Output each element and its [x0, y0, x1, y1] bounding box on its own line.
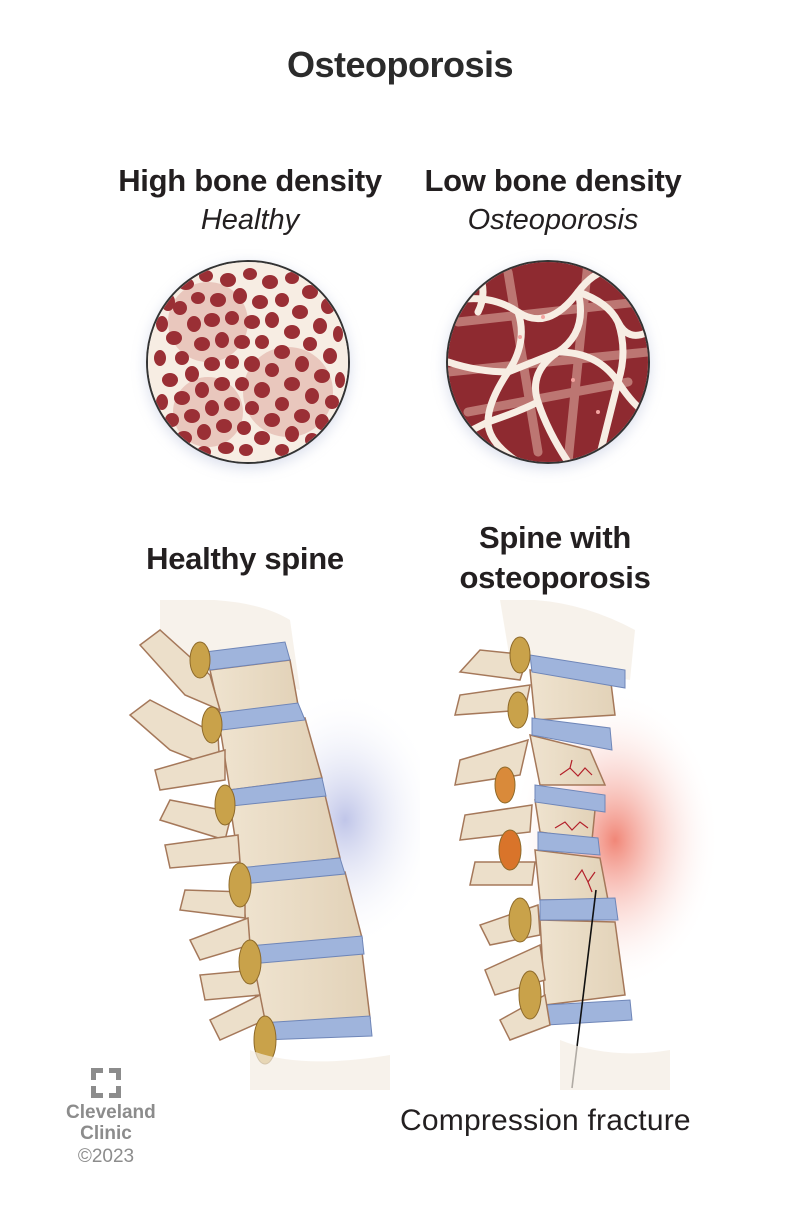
cleveland-clinic-logo: Cleveland Clinic ©2023 — [66, 1068, 156, 1170]
healthy-spine-heading: Healthy spine — [146, 541, 344, 576]
high-density-subheading: Healthy — [200, 204, 300, 236]
copyright: ©2023 — [77, 1146, 135, 1167]
high-density-heading: High bone density — [118, 163, 382, 198]
healthy-spine-illustration — [100, 600, 420, 1090]
compression-fracture-label: Compression fracture — [400, 1104, 691, 1137]
osteoporosis-spine-heading-line2: osteoporosis — [459, 560, 651, 595]
high-bone-density-illustration — [146, 260, 350, 464]
osteoporosis-spine-illustration — [420, 600, 740, 1090]
low-density-subheading: Osteoporosis — [467, 204, 639, 236]
brand-name-line2: Clinic — [80, 1123, 132, 1144]
cleveland-clinic-cross-icon — [91, 1068, 121, 1098]
page-title: Osteoporosis — [286, 44, 514, 85]
low-density-heading: Low bone density — [424, 163, 682, 198]
brand-name-line1: Cleveland — [66, 1102, 156, 1123]
osteoporosis-spine-heading-line1: Spine with — [478, 520, 631, 555]
low-bone-density-illustration — [446, 260, 650, 464]
